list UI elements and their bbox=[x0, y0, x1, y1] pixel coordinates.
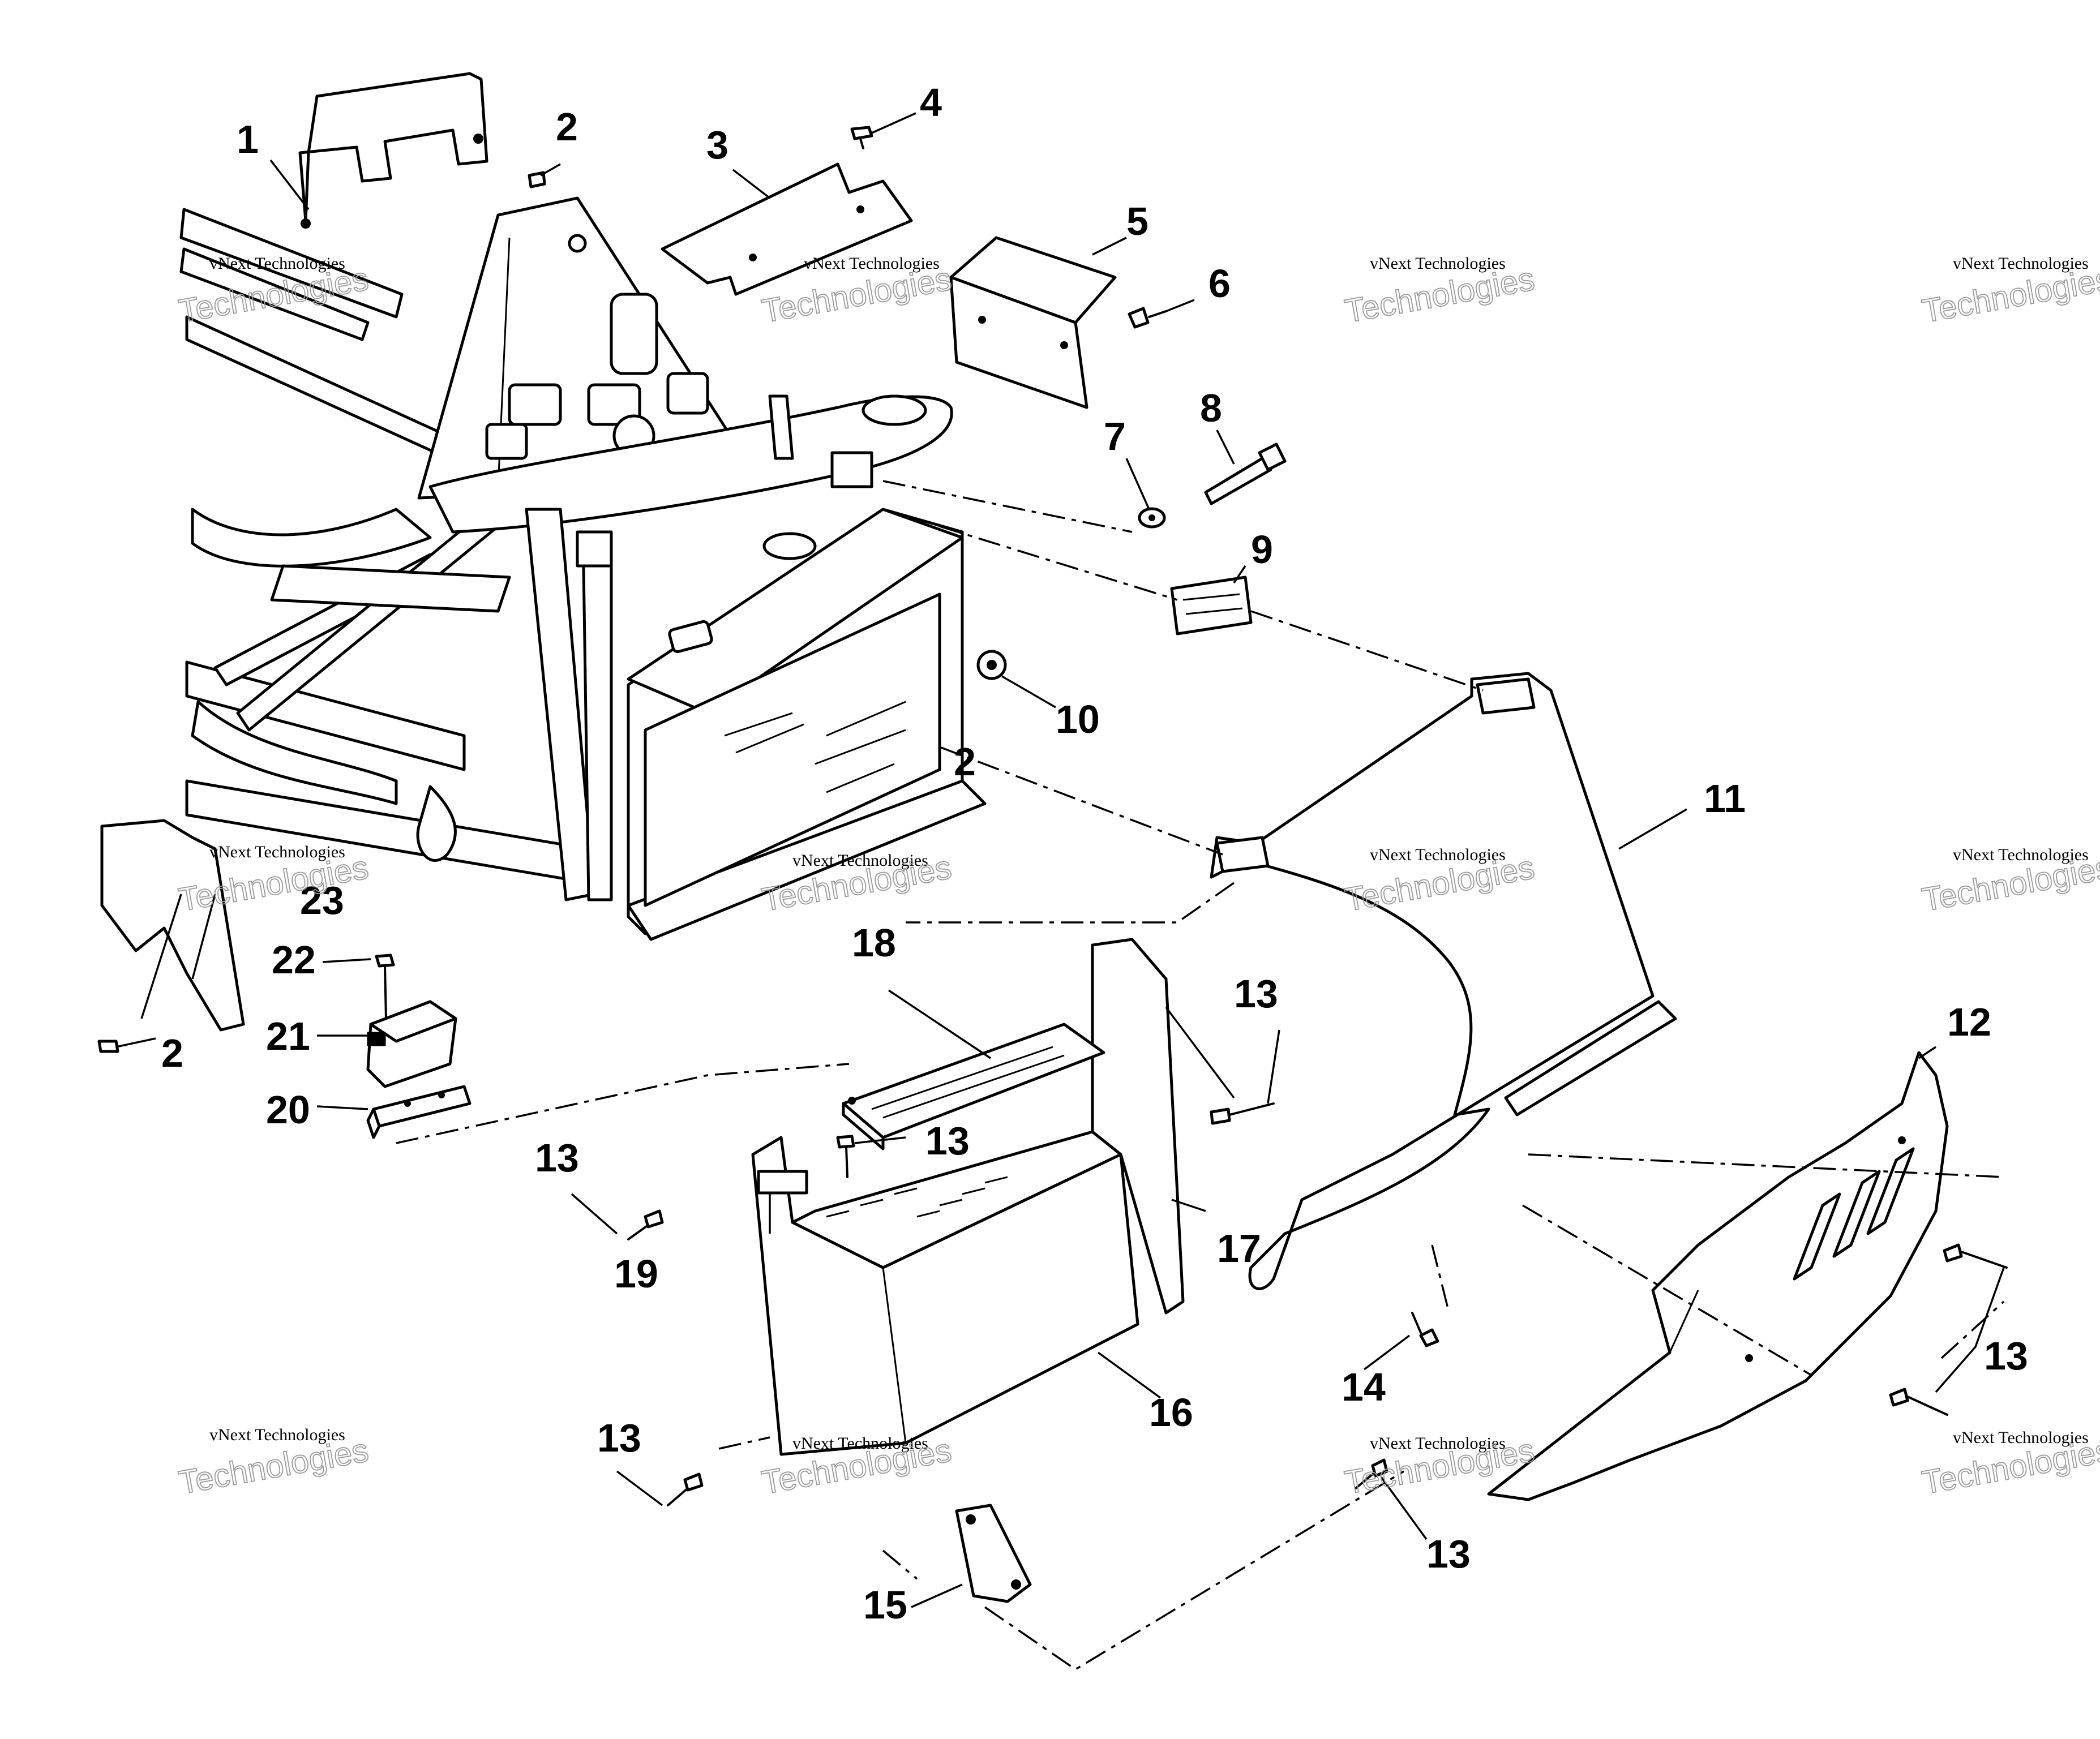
callout-13-a: 13 bbox=[1234, 972, 1278, 1016]
watermark-line: vNext Technologies bbox=[1370, 1434, 1506, 1453]
callout-13-c: 13 bbox=[535, 1136, 579, 1180]
callout-5: 5 bbox=[1126, 199, 1148, 243]
callout-15: 15 bbox=[863, 1583, 907, 1627]
watermark-line: vNext Technologies bbox=[792, 1434, 928, 1453]
callout-19: 19 bbox=[614, 1252, 658, 1296]
watermark-line: vNext Technologies bbox=[1953, 254, 2089, 273]
part-7-washer bbox=[1138, 507, 1166, 529]
callout-10: 10 bbox=[1056, 697, 1100, 741]
callout-11: 11 bbox=[1704, 776, 1746, 821]
callout-2-radiator: 2 bbox=[954, 740, 976, 784]
watermark-line: vNext Technologies bbox=[1953, 845, 2089, 864]
part-5-bracket bbox=[949, 236, 1117, 409]
part-3-plate bbox=[661, 162, 913, 296]
part-12-skid-plate bbox=[1487, 1051, 1949, 1501]
callout-12: 12 bbox=[1947, 1000, 1991, 1044]
callout-17: 17 bbox=[1217, 1226, 1261, 1270]
callout-14: 14 bbox=[1342, 1365, 1386, 1409]
callout-16: 16 bbox=[1149, 1390, 1193, 1435]
part-17-side-panel bbox=[1091, 938, 1185, 1315]
watermark-line: vNext Technologies bbox=[792, 851, 928, 870]
part-18-top-grille bbox=[842, 1023, 1105, 1150]
fasteners bbox=[97, 171, 2008, 1506]
part-10-nut bbox=[976, 650, 1007, 680]
callout-20: 20 bbox=[266, 1088, 310, 1132]
part-11-bumper bbox=[1210, 672, 1677, 1290]
callout-18: 18 bbox=[852, 921, 896, 965]
watermark-line: vNext Technologies bbox=[209, 254, 345, 273]
part-1-heat-shield bbox=[298, 72, 488, 229]
assembly-phantom-lines bbox=[396, 480, 2005, 1671]
callout-2-top: 2 bbox=[556, 105, 578, 149]
callout-6: 6 bbox=[1208, 261, 1231, 306]
callout-1: 1 bbox=[237, 117, 259, 161]
part-21-module bbox=[366, 1000, 457, 1088]
callout-13-b: 13 bbox=[925, 1119, 970, 1163]
watermark-line: vNext Technologies bbox=[804, 254, 940, 273]
callout-9: 9 bbox=[1251, 527, 1273, 572]
callout-23: 23 bbox=[300, 878, 344, 922]
callout-4: 4 bbox=[920, 80, 942, 124]
callout-2-left: 2 bbox=[161, 1031, 183, 1075]
watermark-line: vNext Technologies bbox=[1370, 845, 1506, 864]
part-16-front-screen bbox=[751, 1130, 1139, 1456]
part-19-clip bbox=[757, 1170, 808, 1195]
watermark-line: vNext Technologies bbox=[1953, 1428, 2089, 1447]
radiator bbox=[627, 508, 987, 941]
watermark-line: vNext Technologies bbox=[209, 1425, 345, 1444]
part-23-side-shield bbox=[100, 819, 245, 1032]
part-6-screw bbox=[1128, 307, 1167, 329]
leader-lines bbox=[115, 112, 2005, 1608]
part-15-strap bbox=[955, 1504, 1032, 1603]
chassis-frame bbox=[179, 196, 953, 901]
callout-13-e: 13 bbox=[1984, 1334, 2028, 1378]
callout-22: 22 bbox=[272, 938, 316, 982]
callout-7: 7 bbox=[1104, 414, 1126, 458]
watermark-line: vNext Technologies bbox=[209, 843, 345, 861]
callout-13-f: 13 bbox=[1426, 1532, 1471, 1576]
watermark-line: vNext Technologies bbox=[1370, 254, 1506, 273]
part-8-bolt bbox=[1204, 443, 1287, 505]
part-22-screw bbox=[375, 954, 395, 1020]
part-20-angle bbox=[366, 1085, 472, 1139]
callout-21: 21 bbox=[266, 1014, 310, 1058]
callout-13-d: 13 bbox=[597, 1416, 641, 1460]
part-9-foam-block bbox=[1170, 576, 1253, 636]
callout-3: 3 bbox=[706, 123, 728, 167]
callout-8: 8 bbox=[1200, 386, 1222, 430]
callout-labels: 1 2 3 4 5 6 7 8 9 10 2 11 12 13 13 13 13… bbox=[161, 80, 2028, 1627]
part-4-screw bbox=[850, 126, 873, 149]
